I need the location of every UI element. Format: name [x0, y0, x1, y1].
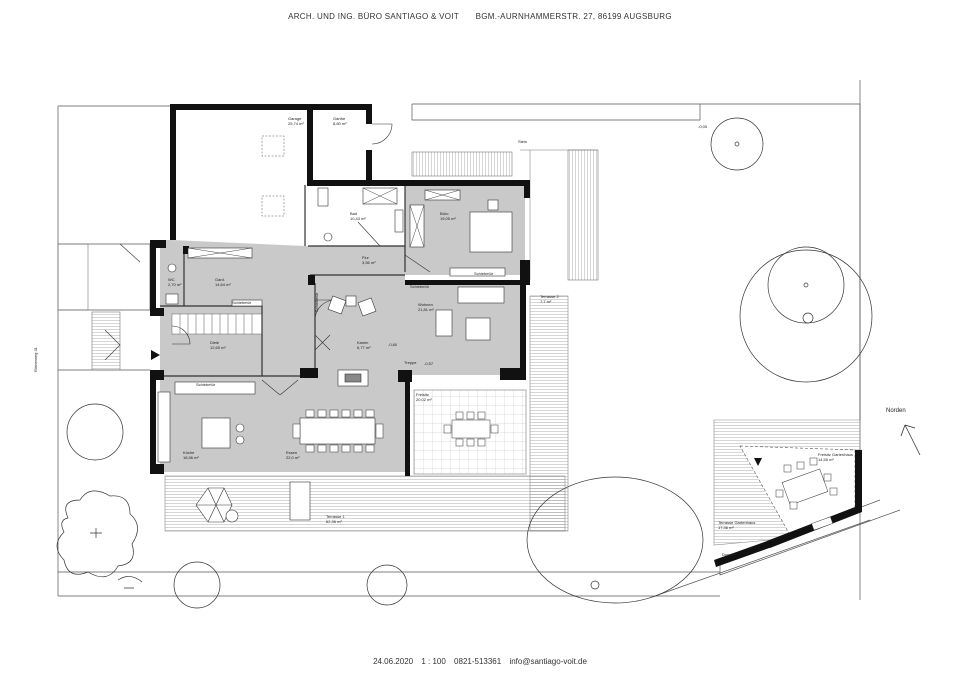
note-schiebetuer-4: Schiebetür	[196, 382, 216, 387]
freisitz-table	[443, 411, 499, 447]
outdoor-stairs	[411, 151, 513, 177]
note-schiebetuer-1: Schiebetür	[474, 271, 494, 276]
entry-stairs	[91, 311, 121, 371]
terrace-2-deck	[529, 295, 569, 532]
annotations: Schiebetür Schiebetür Schiebetür Schiebe…	[196, 124, 736, 557]
entry-marker	[151, 350, 160, 360]
note-level-1: -0,60	[388, 342, 398, 347]
plan-scale: 1 : 100	[421, 657, 446, 666]
office-email: info@santiago-voit.de	[509, 657, 587, 666]
footer: 24.06.2020 1 : 100 0821-513361 info@sant…	[0, 657, 960, 666]
wall-marker	[754, 458, 762, 466]
note-treppe: Treppe	[404, 360, 417, 365]
title-block: ARCH. UND ING. BÜRO SANTIAGO & VOIT BGM.…	[0, 12, 960, 21]
gartenhaus-table	[775, 457, 838, 531]
plan-date: 24.06.2020	[373, 657, 414, 666]
terrace-lounge	[195, 481, 311, 523]
room-gard: Gard.14,64 m²	[215, 277, 231, 287]
note-schiebetuer-5: Schiebetür	[314, 292, 319, 312]
note-schiebetuer-2: Schiebetür	[410, 284, 430, 289]
north-arrow	[900, 424, 921, 456]
site-boundary	[57, 80, 901, 600]
note-dusche: Dusche	[722, 552, 736, 557]
north-label: Norden	[886, 408, 906, 414]
office-address: BGM.-AURNHAMMERSTR. 27, 86199 AUGSBURG	[475, 12, 672, 21]
carport	[57, 243, 89, 311]
note-schiebetuer-3: Schiebetür	[232, 300, 252, 305]
street-label: Römerweg 31	[33, 346, 38, 372]
note-level-3: -0,05	[698, 124, 708, 129]
office-name: ARCH. UND ING. BÜRO SANTIAGO & VOIT	[288, 12, 460, 21]
office-phone: 0821-513361	[454, 657, 502, 666]
ramp	[567, 149, 599, 281]
note-stein: Stein	[518, 139, 527, 144]
trees	[56, 117, 873, 609]
gartenhaus-wall-2	[714, 540, 772, 567]
building	[104, 104, 530, 476]
note-level-2: -0,57	[424, 361, 434, 366]
